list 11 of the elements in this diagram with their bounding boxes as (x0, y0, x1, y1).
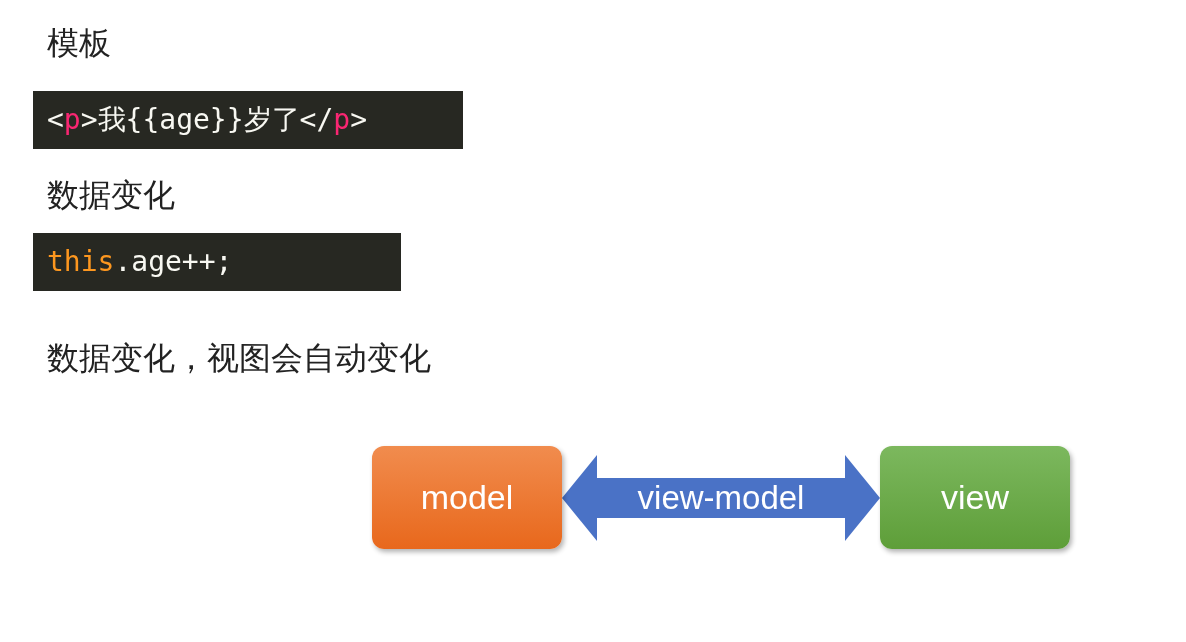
heading-text: 模板 (47, 24, 111, 63)
heading-text: 数据变化，视图会自动变化 (47, 339, 431, 378)
heading-text: 数据变化 (47, 176, 175, 215)
rounded-box (880, 446, 1070, 549)
box-label: model (420, 478, 514, 517)
edge-label: view-model (637, 479, 805, 517)
box-label: view (941, 478, 1009, 517)
code-snippet: <p>我{{age}}岁了</p> (33, 91, 463, 149)
rounded-box (372, 446, 562, 549)
code-snippet: this.age++; (33, 233, 401, 291)
double-arrow (562, 455, 880, 541)
